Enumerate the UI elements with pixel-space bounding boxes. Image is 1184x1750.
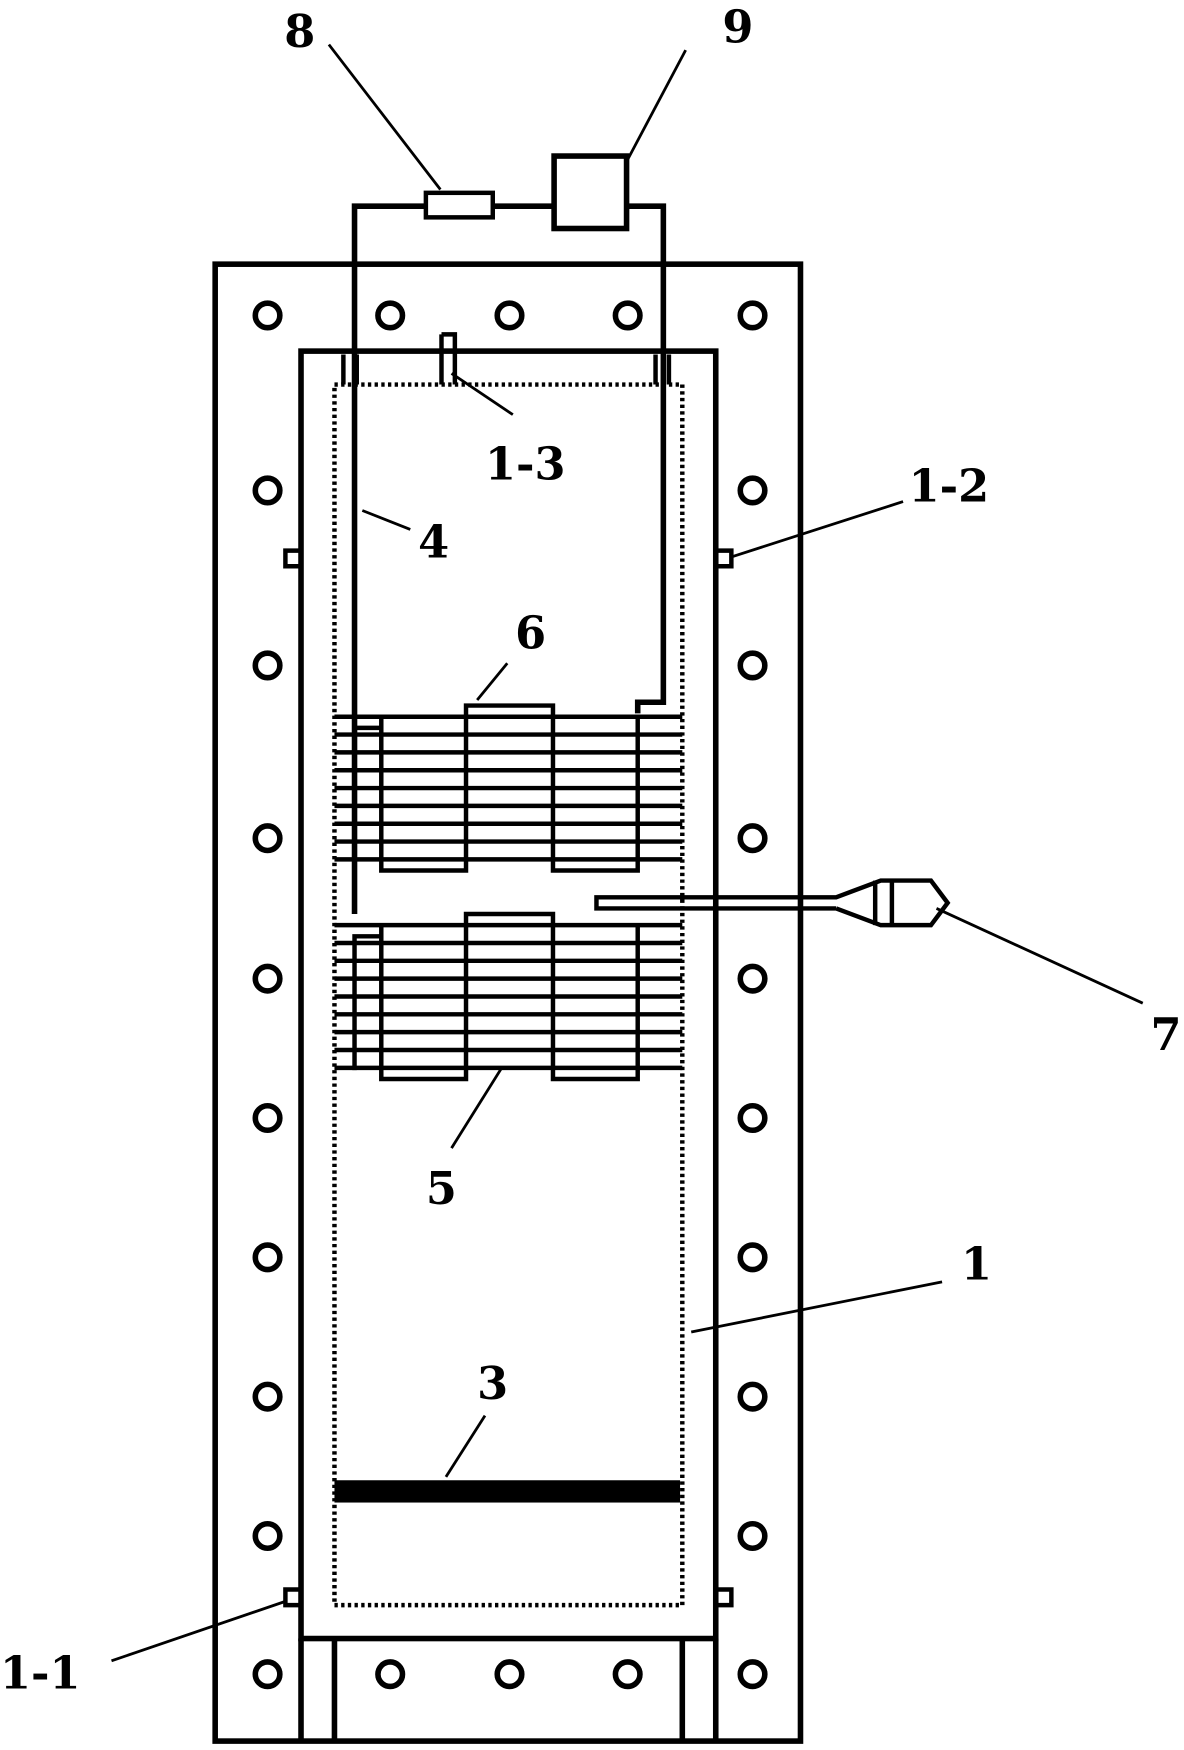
- bolt-hole: [737, 1242, 768, 1273]
- label-8: 8: [284, 5, 315, 58]
- inner-chamber-1: [298, 348, 719, 1642]
- bolt-hole: [737, 1659, 768, 1690]
- leader-lines: [111, 43, 1144, 1663]
- bolt-hole: [252, 1242, 283, 1273]
- bolt-hole: [252, 1102, 283, 1134]
- bolt-hole: [252, 650, 283, 681]
- bolt-hole: [252, 1520, 283, 1552]
- top-fittings: [341, 332, 672, 385]
- frame-bottom-rails: [298, 1638, 719, 1742]
- bolt-hole: [252, 963, 283, 994]
- bolt-hole: [737, 475, 768, 506]
- bolt-hole: [612, 1659, 643, 1690]
- label-1-3: 1-3: [485, 437, 566, 490]
- side-tabs: [283, 548, 734, 1608]
- bolt-hole: [737, 963, 768, 994]
- component-7-nozzle: [594, 878, 951, 928]
- bolt-hole: [737, 650, 768, 681]
- coil-lead: [352, 934, 382, 1071]
- bolt-hole: [494, 1659, 525, 1690]
- bolt-hole: [252, 300, 283, 331]
- component-9: [551, 153, 630, 232]
- label-5: 5: [426, 1162, 457, 1215]
- bolt-hole: [375, 1659, 406, 1690]
- bolt-hole: [252, 823, 283, 854]
- label-3: 3: [477, 1357, 508, 1410]
- bolt-hole: [737, 823, 768, 854]
- bolt-hole: [737, 1381, 768, 1412]
- bolt-hole: [737, 1102, 768, 1134]
- pipe-4: [351, 203, 667, 915]
- bolt-hole: [252, 475, 283, 506]
- component-8: [423, 190, 496, 220]
- label-4: 4: [418, 515, 449, 568]
- coil-winding: [379, 911, 640, 1082]
- label-1-2: 1-2: [909, 460, 990, 513]
- bolt-hole: [252, 1659, 283, 1690]
- bolt-hole: [612, 300, 643, 331]
- coil-lead: [352, 725, 382, 862]
- label-6: 6: [515, 607, 546, 660]
- outer-frame: [212, 261, 804, 1744]
- coil-6: [334, 703, 683, 873]
- coils: [334, 703, 683, 1082]
- bolt-hole: [375, 300, 406, 331]
- coil-winding: [379, 703, 640, 873]
- bolt-hole: [737, 1520, 768, 1552]
- component-3-plate: [334, 1480, 681, 1503]
- label-7: 7: [1151, 1008, 1182, 1061]
- label-1: 1: [961, 1238, 992, 1291]
- bolt-hole: [737, 300, 768, 331]
- label-1-1: 1-1: [0, 1647, 81, 1700]
- bolt-hole: [494, 300, 525, 331]
- bolt-holes: [252, 300, 768, 1690]
- bolt-hole: [252, 1381, 283, 1412]
- coil-5: [334, 911, 683, 1082]
- label-9: 9: [722, 0, 753, 53]
